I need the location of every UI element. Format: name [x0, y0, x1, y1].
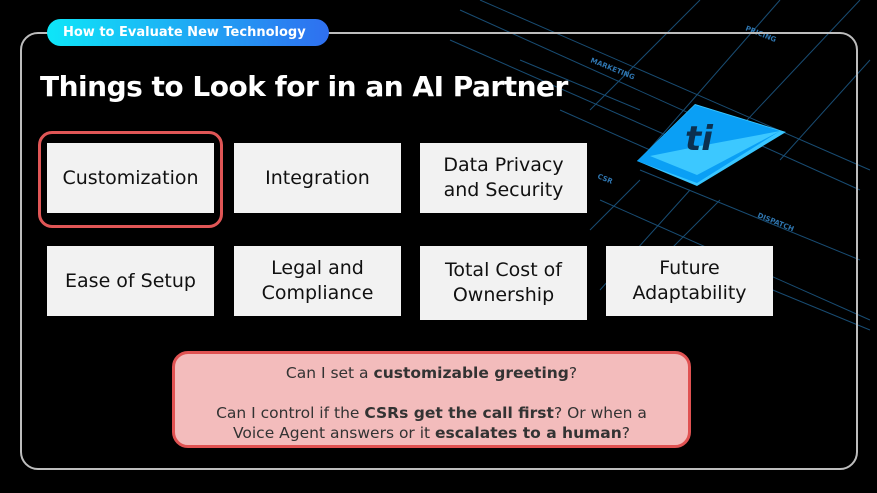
detail-callout: Can I set a customizable greeting? Can I…: [172, 351, 691, 448]
card-integration[interactable]: Integration: [234, 143, 401, 213]
selected-card-highlight: [38, 131, 223, 228]
card-data-privacy[interactable]: Data Privacy and Security: [420, 143, 587, 213]
content-frame: [20, 32, 858, 470]
card-customization[interactable]: Customization: [47, 143, 214, 213]
ti-logo-text: ti: [685, 119, 714, 159]
card-future-adaptability[interactable]: Future Adaptability: [606, 246, 773, 316]
card-total-cost[interactable]: Total Cost of Ownership: [420, 246, 587, 320]
question-1: Can I set a customizable greeting?: [285, 364, 578, 382]
card-legal-compliance[interactable]: Legal and Compliance: [234, 246, 401, 316]
card-ease-of-setup[interactable]: Ease of Setup: [47, 246, 214, 316]
question-2: Can I control if the CSRs get the call f…: [216, 404, 647, 442]
section-pill: How to Evaluate New Technology: [47, 19, 329, 46]
ti-logo-chip: ti: [637, 104, 786, 186]
page-title: Things to Look for in an AI Partner: [40, 70, 568, 103]
